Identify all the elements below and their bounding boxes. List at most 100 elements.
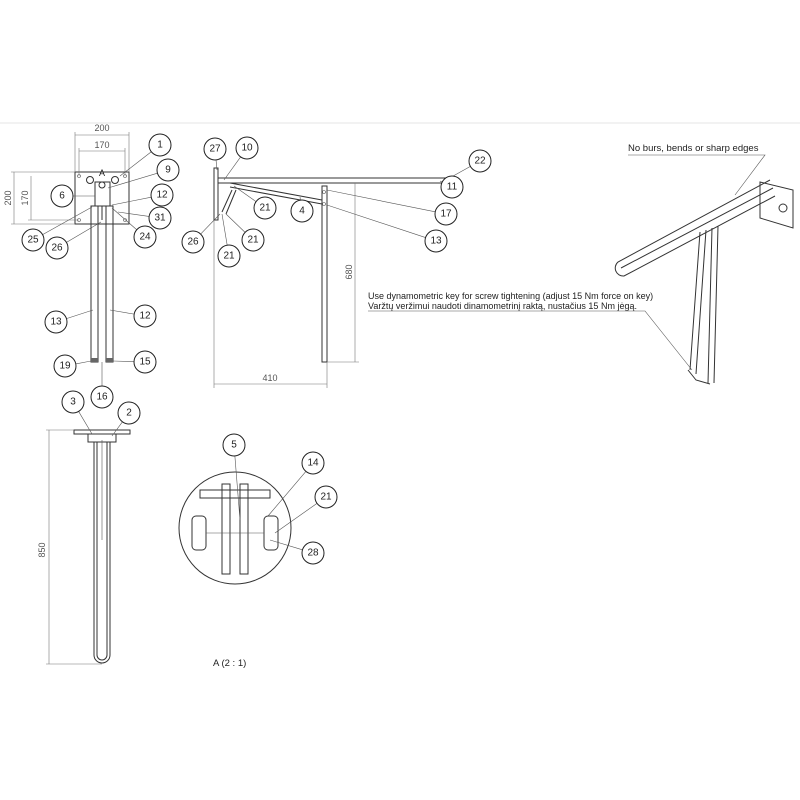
callout-number: 9 [165, 165, 171, 176]
leader-line [78, 411, 93, 435]
callout-circle [45, 236, 69, 260]
callout-number: 14 [307, 458, 319, 469]
callout-number: 26 [187, 237, 199, 248]
leader-line [326, 204, 426, 238]
callout-number: 16 [96, 392, 108, 403]
callout-front-25: 25 [21, 206, 93, 252]
callout-detail-28: 28 [269, 539, 325, 565]
callout-circle [150, 183, 174, 207]
callout-front-26: 26 [45, 221, 102, 260]
callout-circle [235, 136, 259, 160]
callout-front-6: 6 [50, 184, 95, 208]
leader-line [119, 151, 152, 177]
callout-side-22: 22 [445, 149, 492, 181]
dim-plate-height: 200 [3, 190, 13, 205]
leader-line [117, 211, 150, 217]
callout-number: 25 [27, 235, 39, 246]
callout-number: 10 [241, 143, 253, 154]
leader-line [75, 360, 92, 365]
callout-circle [133, 304, 157, 328]
leader-line [111, 207, 137, 230]
callout-circle [156, 158, 180, 182]
callout-number: 5 [231, 440, 237, 451]
callout-side-21: 21 [217, 213, 241, 268]
callout-front-24: 24 [111, 207, 157, 249]
callout-side-21: 21 [225, 213, 265, 252]
leader-line [200, 213, 221, 235]
leader-line [274, 503, 318, 534]
leader-line [233, 185, 257, 202]
dim-depth: 410 [262, 373, 277, 383]
callout-circle [44, 310, 68, 334]
leader-line [111, 421, 123, 437]
callout-circle [53, 354, 77, 378]
leader-line [223, 156, 241, 181]
callout-number: 31 [154, 213, 166, 224]
leader-line [109, 309, 135, 315]
callout-number: 26 [51, 243, 63, 254]
leader-line [225, 213, 246, 233]
callout-circle [424, 229, 448, 253]
top-view: 850 [37, 429, 131, 665]
callout-number: 24 [139, 232, 151, 243]
callout-circle [148, 206, 172, 230]
callout-circle [90, 385, 114, 409]
dim-hole-spacing-v: 170 [20, 190, 30, 205]
callout-number: 2 [126, 408, 132, 419]
callout-circle [50, 184, 74, 208]
callout-circle [241, 228, 265, 252]
callout-circle [181, 230, 205, 254]
callout-front-12: 12 [109, 304, 157, 328]
leader-line [42, 206, 93, 235]
leader-line [66, 221, 102, 243]
dim-length: 850 [37, 542, 47, 557]
side-view: 410 680 [213, 167, 448, 388]
callout-side-11: 11 [439, 175, 464, 199]
callout-circle [222, 433, 246, 457]
callout-front-19: 19 [53, 354, 92, 378]
callout-circle [301, 451, 325, 475]
leader-line [267, 471, 307, 517]
leader-line [111, 196, 152, 206]
callout-front-15: 15 [112, 350, 157, 374]
callout-number: 28 [307, 548, 319, 559]
callout-number: 13 [430, 236, 442, 247]
callout-number: 17 [440, 209, 452, 220]
callout-side-17: 17 [326, 189, 458, 226]
callout-circle [290, 199, 314, 223]
callout-circle [21, 228, 45, 252]
callout-number: 12 [156, 190, 168, 201]
callout-number: 22 [474, 156, 486, 167]
callout-number: 19 [59, 361, 71, 372]
callout-number: 13 [50, 317, 62, 328]
callout-circle [301, 541, 325, 565]
callout-circle [61, 390, 85, 414]
callout-number: 6 [59, 191, 65, 202]
callout-circle [117, 401, 141, 425]
callout-number: 21 [223, 251, 235, 262]
note-edges: No burs, bends or sharp edges [628, 143, 759, 154]
callout-detail-21: 21 [274, 485, 338, 534]
dim-height: 680 [344, 264, 354, 279]
callout-side-4: 4 [290, 196, 314, 223]
callout-side-13: 13 [326, 204, 448, 253]
callout-detail-5: 5 [222, 433, 246, 521]
callout-circle [253, 196, 277, 220]
callout-bottom-2: 2 [111, 401, 141, 437]
leader-line [269, 539, 303, 551]
note-torque-lt: Varžtų veržimui naudoti dinamometrinį ra… [368, 301, 637, 311]
callout-number: 21 [320, 492, 332, 503]
callout-detail-14: 14 [267, 451, 325, 517]
front-view: 200 170 200 170 A [3, 123, 130, 382]
callout-number: 3 [70, 397, 76, 408]
callout-circle [133, 225, 157, 249]
callout-front-16: 16 [90, 382, 114, 409]
callout-front-1: 1 [119, 133, 172, 177]
callout-circle [203, 137, 227, 161]
callout-front-12: 12 [111, 183, 174, 207]
callout-circle [314, 485, 338, 509]
detail-title: A (2 : 1) [213, 658, 246, 669]
callout-number: 11 [447, 182, 458, 193]
